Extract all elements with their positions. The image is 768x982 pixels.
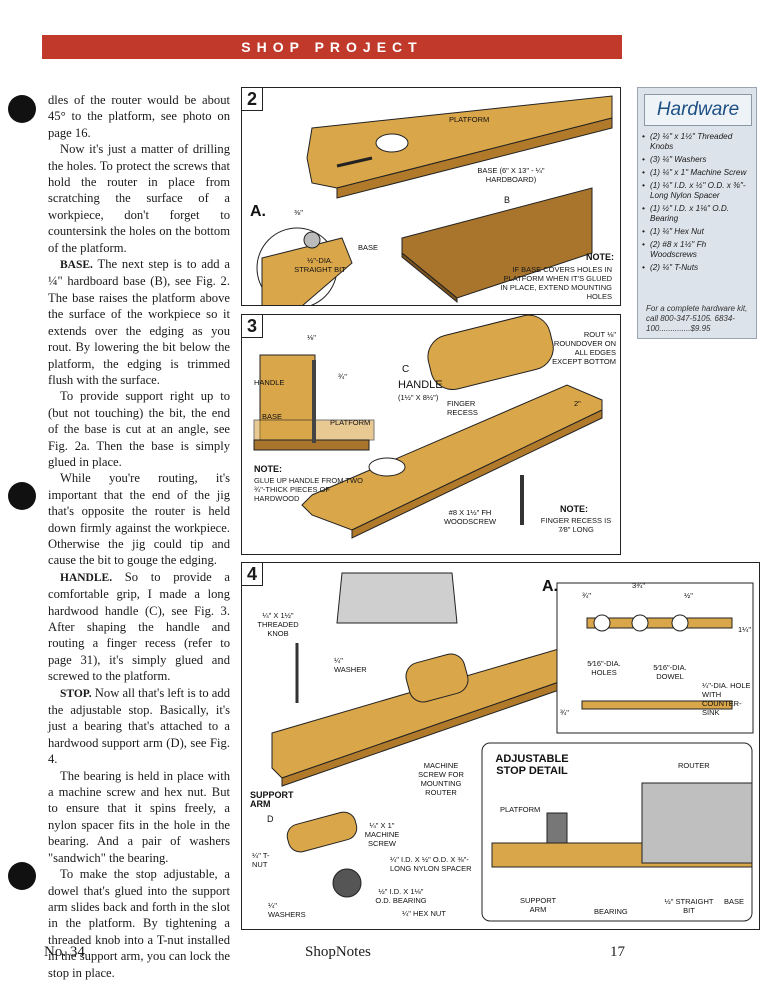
knob-label: ¼" x 1½" THREADED KNOB <box>257 611 299 638</box>
binding-hole-mark <box>8 862 36 890</box>
handle-label: HANDLE <box>254 378 285 387</box>
router-label: ROUTER <box>678 761 710 770</box>
paragraph: The bearing is held in place with a mach… <box>48 768 230 865</box>
bit-label: ½" STRAIGHT BIT <box>664 897 714 915</box>
support-arm-ref: D <box>267 814 274 824</box>
run-in-heading: HANDLE. <box>60 571 113 584</box>
dim-label: ⅜" <box>294 208 303 217</box>
list-item: (2) ¼" x 1½" Threaded Knobs <box>642 132 754 152</box>
bearing-detail-label: BEARING <box>594 907 628 916</box>
list-item: (1) ¼" I.D. x ½" O.D. x ⅜"-Long Nylon Sp… <box>642 181 754 201</box>
note-text: GLUE UP HANDLE FROM TWO ¾"-THICK PIECES … <box>254 476 363 503</box>
bit-label: ½"-DIA. STRAIGHT BIT <box>294 256 346 274</box>
list-item: (3) ¼" Washers <box>642 155 754 165</box>
countersink-label: ¼"-DIA. HOLE WITH COUNTER-SINK <box>702 681 751 717</box>
router-screw-label: MACHINE SCREW FOR MOUNTING ROUTER <box>418 761 464 797</box>
list-item: (2) ¼" T-Nuts <box>642 263 754 273</box>
spacer-label: ¼" I.D. x ½" O.D. x ⅜"-LONG NYLON SPACER <box>390 855 472 873</box>
page-number: 17 <box>610 944 625 960</box>
note-text: IF BASE COVERS HOLES IN PLATFORM WHEN IT… <box>500 265 612 301</box>
base-label: BASE (6" x 13" - ¼" HARDBOARD) <box>477 166 545 184</box>
dim-label: ⅛" <box>307 333 316 342</box>
figure-2-drawing <box>256 95 613 305</box>
platform-label: PLATFORM <box>449 115 490 124</box>
bearing-label: ½" I.D. x 1⅛" O.D. BEARING <box>375 887 427 905</box>
dim-label: 3¾" <box>632 581 646 590</box>
note-heading: NOTE: <box>586 252 614 262</box>
list-item: (1) ¼" x 1" Machine Screw <box>642 168 754 178</box>
paragraph: To make the stop adjustable, a dowel tha… <box>48 867 230 980</box>
base-label: BASE <box>724 897 745 906</box>
roundover-label: ROUT ⅛" ROUNDOVER ON ALL EDGES EXCEPT BO… <box>552 330 616 366</box>
hardware-list: (2) ¼" x 1½" Threaded Knobs (3) ¼" Washe… <box>642 132 754 276</box>
dim-label: ¾" <box>338 372 347 381</box>
dim-label: ¾" <box>582 591 591 600</box>
hardware-sidebar: Hardware (2) ¼" x 1½" Threaded Knobs (3)… <box>637 87 757 339</box>
figure-3-drawing <box>253 315 603 539</box>
figure-sub-label: a. <box>250 203 266 220</box>
figure-number: 3 <box>242 315 263 338</box>
paragraph: BASE. The next step is to add a ¼" hardb… <box>48 256 230 388</box>
list-item: (1) ½" I.D. x 1⅛" O.D. Bearing <box>642 204 754 224</box>
run-in-heading: BASE. <box>60 259 93 272</box>
base-label: BASE <box>262 412 283 421</box>
paragraph-text: The next step is to add a ¼" hardboard b… <box>48 257 230 387</box>
platform-label: PLATFORM <box>500 805 541 814</box>
section-banner: SHOP PROJECT <box>42 35 622 59</box>
holes-label: 5⁄16"-DIA. HOLES <box>587 659 621 677</box>
list-item: (2) #8 x 1½" Fh Woodscrews <box>642 240 754 260</box>
paragraph-text: Now all that's left is to add the adjust… <box>48 685 230 767</box>
woodscrew-label: #8 x 1½" Fh WOODSCREW <box>443 508 497 526</box>
dim-label: ¾" <box>560 708 569 717</box>
paragraph: While you're routing, it's important tha… <box>48 471 230 568</box>
handle-ref-badge: C <box>402 364 410 375</box>
paragraph: Now it's just a matter of drilling the h… <box>48 142 230 255</box>
figure-sub-label: a. <box>542 578 558 595</box>
paragraph: To provide support right up to (but not … <box>48 389 230 469</box>
article-text-column: dles of the router would be about 45° to… <box>48 92 230 981</box>
tnut-label: ¼" T-NUT <box>252 851 270 869</box>
paragraph: HANDLE. So to provide a comfortable grip… <box>48 569 230 685</box>
dim-label: ½" <box>684 591 693 600</box>
binding-hole-mark <box>8 482 36 510</box>
paragraph: STOP. Now all that's left is to add the … <box>48 685 230 768</box>
figure-2: 2 a. PLATFORM BASE (6" x 13" - ¼" HARDBO… <box>241 87 621 306</box>
hardware-kit-note: For a complete hardware kit, call 800-34… <box>646 304 748 333</box>
washer-label: ¼" WASHER <box>334 656 367 674</box>
handle-title: HANDLE <box>398 379 443 391</box>
dim-label: 1¼" <box>738 625 752 634</box>
magazine-name: ShopNotes <box>305 944 371 960</box>
hardware-title: Hardware <box>644 94 752 126</box>
finger-recess-label: FINGER RECESS <box>447 399 478 417</box>
run-in-heading: STOP. <box>60 687 92 700</box>
figure-number: 2 <box>242 88 263 111</box>
handle-size: (1½" x 8½") <box>398 393 439 402</box>
issue-number: No. 34 <box>44 944 85 960</box>
hex-nut-label: ¼" HEX NUT <box>402 909 446 918</box>
figure-number: 4 <box>242 563 263 586</box>
detail-title: ADJUSTABLE STOP DETAIL <box>495 753 569 777</box>
base-ref-badge: B <box>504 195 511 205</box>
note-heading: NOTE: <box>254 464 282 474</box>
note-heading: NOTE: <box>560 504 588 514</box>
paragraph-text: So to provide a comfortable grip, I made… <box>48 569 230 684</box>
paragraph: dles of the router would be about 45° to… <box>48 93 230 140</box>
note-text: FINGER RECESS IS 7⁄8" LONG <box>540 516 612 534</box>
machine-screw-label: ¼" x 1" MACHINE SCREW <box>364 821 400 848</box>
figure-3: 3 ⅛" ¾" HANDLE BASE PLATFORM C HANDLE (1… <box>241 314 621 555</box>
binding-hole-mark <box>8 95 36 123</box>
support-arm-detail-label: SUPPORT ARM <box>519 896 557 914</box>
figure-4: 4 ¼" x 1½" THREADED KNOB ¼" WASHER SUPPO… <box>241 562 760 930</box>
washers-label: ¼" WASHERS <box>268 901 306 919</box>
platform-label: PLATFORM <box>330 418 371 427</box>
dim-label: 2" <box>574 399 581 408</box>
list-item: (1) ¼" Hex Nut <box>642 227 754 237</box>
figure-4-drawing <box>271 572 754 922</box>
support-arm-label: SUPPORT ARM <box>250 790 294 809</box>
dowel-label: 5⁄16"-DIA. DOWEL <box>653 663 687 681</box>
base-small-label: BASE <box>358 243 379 252</box>
